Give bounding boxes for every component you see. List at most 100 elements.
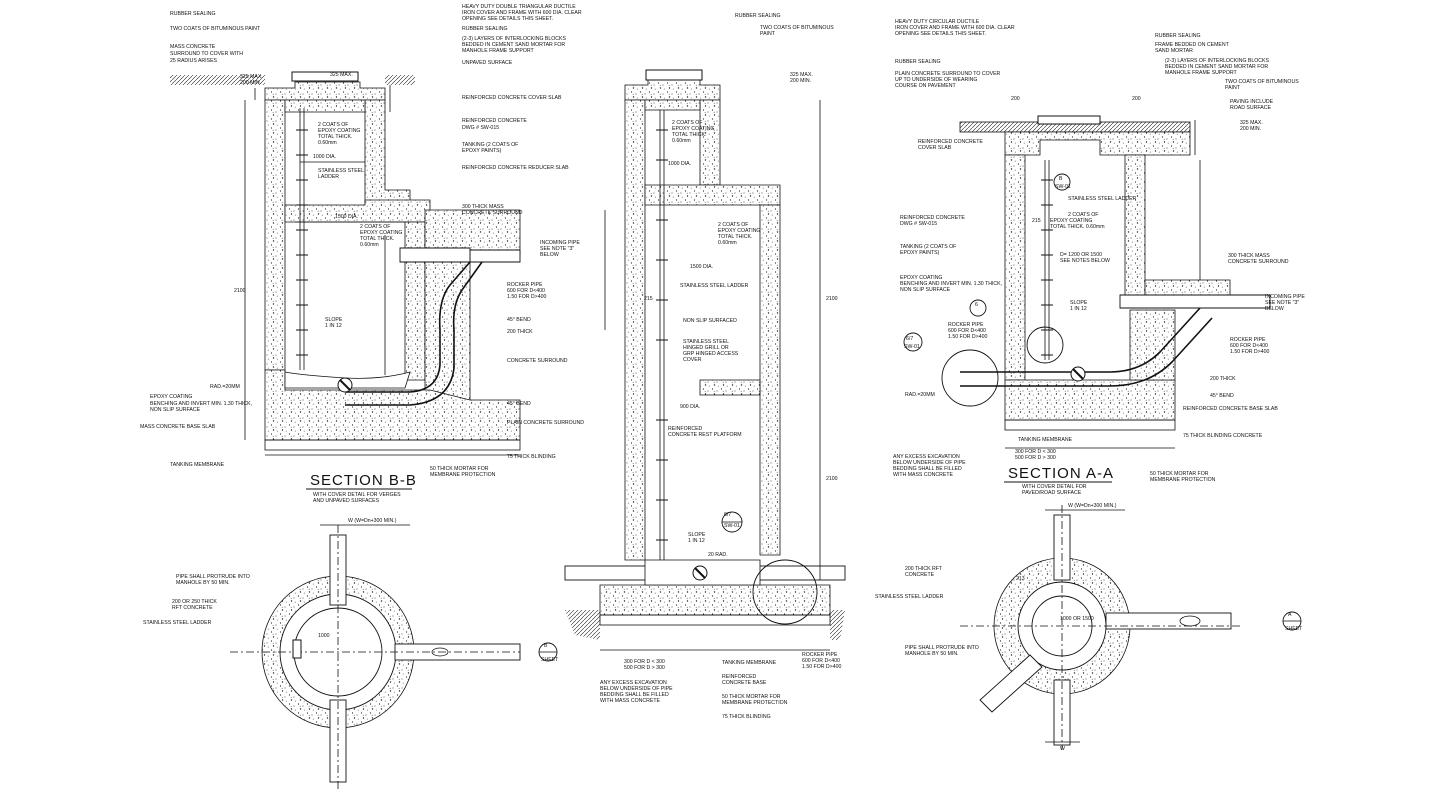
- label: 600 FOR D<400: [802, 658, 840, 664]
- label: BELOW UNDERSIDE OF PIPE: [893, 460, 966, 466]
- label: REINFORCED: [722, 674, 757, 680]
- label: WITH MASS CONCRETE: [893, 472, 953, 478]
- label: 200 OR 250 THICK: [172, 599, 217, 605]
- section-subtitle: AND UNPAVED SURFACES: [313, 498, 380, 504]
- label: 325 MAX.: [1240, 120, 1263, 126]
- label: TANKING MEMBRANE: [722, 660, 777, 666]
- section-subtitle: WITH COVER DETAIL FOR VERGES: [313, 492, 401, 498]
- label: SLOPE: [1070, 300, 1088, 306]
- label: SHEET: [1285, 626, 1303, 632]
- label: 20 RAD.: [708, 552, 728, 558]
- label: W: [1060, 746, 1065, 752]
- label: 200 MIN.: [240, 80, 261, 86]
- label: W (W=Dn+300 MIN.): [348, 518, 397, 524]
- label: MANHOLE BY 50 MIN.: [905, 651, 959, 657]
- label: 300 FOR D < 300: [1015, 449, 1056, 455]
- label: MANHOLE BY 50 MIN.: [176, 580, 230, 586]
- label: 0.60mm: [672, 138, 691, 144]
- label: IRON COVER AND FRAME WITH 600 DIA. CLEAR: [462, 10, 582, 16]
- label: TOTAL THICK.: [672, 132, 706, 138]
- label: NON SLIP SURFACE: [150, 407, 201, 413]
- label: 325 MAX.: [240, 74, 263, 80]
- label: SEE NOTE "3": [1265, 300, 1299, 306]
- label: CONCRETE BASE: [722, 680, 767, 686]
- label: PAINT: [760, 31, 776, 37]
- label: 1 IN 12: [1070, 306, 1087, 312]
- label: STAINLESS STEEL: [683, 339, 729, 345]
- label: ROCKER PIPE: [507, 282, 543, 288]
- section-subtitle: PAVED/ROAD SURFACE: [1022, 490, 1082, 496]
- section-aa: [903, 115, 1271, 449]
- label: PAINT: [1225, 85, 1241, 91]
- label: TWO COATS OF BITUMINOUS: [1225, 79, 1299, 85]
- label: BELOW: [1265, 306, 1284, 312]
- label: 200 MIN.: [1240, 126, 1261, 132]
- section-subtitle: WITH COVER DETAIL FOR: [1022, 484, 1087, 490]
- label: BELOW: [540, 252, 559, 258]
- label: 50 THICK MORTAR FOR: [722, 694, 781, 700]
- label: PAVING INCLUDE: [1230, 99, 1274, 105]
- label: BEDDED IN CEMENT SAND MORTAR FOR: [1165, 64, 1268, 70]
- label: LADDER: [318, 174, 339, 180]
- label: REINFORCED CONCRETE: [462, 118, 527, 124]
- label: TOTAL THICK. 0.60mm: [1050, 224, 1105, 230]
- label: SHEET: [541, 657, 559, 663]
- label: 215: [1032, 218, 1041, 224]
- label: 325 MAX.: [330, 72, 353, 78]
- label: REINFORCED: [668, 426, 703, 432]
- ground-hatch: [170, 75, 265, 85]
- label: MEMBRANE PROTECTION: [430, 472, 496, 478]
- label: TWO COATS OF BITUMINOUS: [760, 25, 834, 31]
- label: ANY EXCESS EXCAVATION: [893, 454, 960, 460]
- label: 1 IN 12: [688, 538, 705, 544]
- section-bb: [170, 71, 521, 456]
- cover-frame: [291, 71, 359, 82]
- label: 325 MAX.: [790, 72, 813, 78]
- label: IRON COVER AND FRAME WITH 600 DIA. CLEAR: [895, 25, 1015, 31]
- label: 2 COATS OF: [318, 122, 348, 128]
- label: 1500 DIA.: [335, 214, 358, 220]
- label: CONCRETE SURROUND: [462, 210, 523, 216]
- label: 1.50 FOR D>400: [802, 664, 841, 670]
- label: RFT CONCRETE: [172, 605, 213, 611]
- label: RUBBER SEALING: [895, 59, 941, 65]
- plan-left-labels: PIPE SHALL PROTRUDE INTO MANHOLE BY 50 M…: [143, 518, 559, 663]
- section-middle-labels: RUBBER SEALING TWO COATS OF BITUMINOUS P…: [600, 13, 841, 720]
- label: EPOXY COATING: [318, 128, 360, 134]
- label: 300 THICK MASS: [1228, 253, 1270, 259]
- label: REINFORCED CONCRETE COVER SLAB: [462, 95, 562, 101]
- label: TANKING MEMBRANE: [1018, 437, 1073, 443]
- label: INCOMING PIPE: [1265, 294, 1305, 300]
- label: TWO COATS OF BITUMINOUS PAINT: [170, 26, 261, 32]
- label: TANKING (2 COATS OF: [462, 142, 518, 148]
- label: 75 THICK BLINDING: [722, 714, 771, 720]
- label: 1.50 FOR D>400: [948, 334, 987, 340]
- cover-surround: [264, 81, 386, 101]
- label: W (W=Dn+300 MIN.): [1068, 503, 1117, 509]
- label: OPENING SEE DETAILS THIS SHEET.: [895, 31, 986, 37]
- label: 2100: [234, 288, 246, 294]
- section-aa-labels: HEAVY DUTY CIRCULAR DUCTILE IRON COVER A…: [893, 19, 1305, 496]
- label: 500 FOR D > 300: [624, 665, 665, 671]
- label: (2-3) LAYERS OF INTERLOCKING BLOCKS: [1165, 58, 1270, 64]
- label: 600 FOR D<400: [507, 288, 545, 294]
- label: HEAVY DUTY CIRCULAR DUCTILE: [895, 19, 980, 25]
- label: 75 THICK BLINDING: [507, 454, 556, 460]
- label: 2 COATS OF: [718, 222, 748, 228]
- label: TOTAL THICK.: [360, 236, 394, 242]
- label: EPOXY COATING: [1050, 218, 1092, 224]
- label: SLOPE: [688, 532, 706, 538]
- label: SEE NOTES BELOW: [1060, 258, 1110, 264]
- label: 200: [1132, 96, 1141, 102]
- label: NON SLIP SURFACED: [683, 318, 737, 324]
- label: 600 FOR D<400: [948, 328, 986, 334]
- label: STAINLESS STEEL LADDER: [680, 283, 749, 289]
- label: 213: [1016, 576, 1025, 582]
- section-bb-labels: RUBBER SEALING TWO COATS OF BITUMINOUS P…: [140, 4, 584, 504]
- label: 6/7: [724, 512, 731, 518]
- label: EPOXY PAINTS): [462, 148, 502, 154]
- label: SLOPE: [325, 317, 343, 323]
- label: 600 FOR D<400: [1230, 343, 1268, 349]
